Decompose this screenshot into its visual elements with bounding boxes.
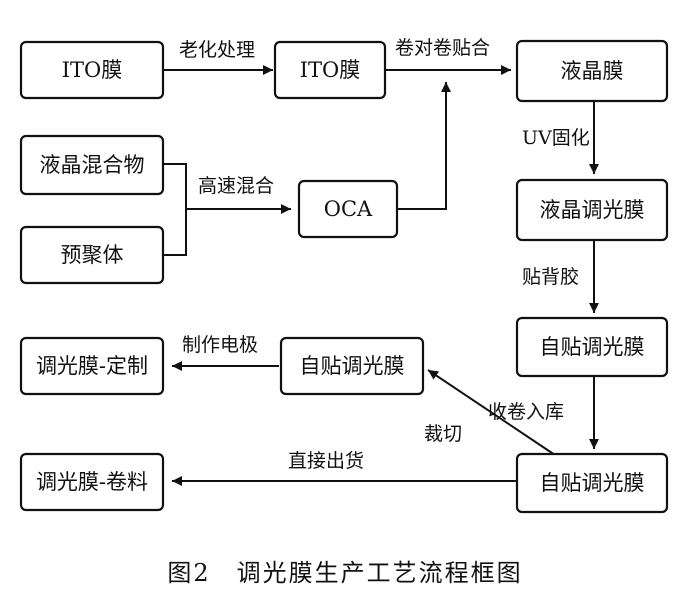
svg-text:自贴调光膜: 自贴调光膜: [540, 335, 645, 359]
label-rolling-storage: 收卷入库: [488, 401, 564, 423]
svg-text:液晶调光膜: 液晶调光膜: [540, 198, 645, 222]
label-high-speed-mix: 高速混合: [198, 175, 274, 197]
label-roll-to-roll: 卷对卷贴合: [395, 37, 490, 59]
svg-text:ITO膜: ITO膜: [62, 58, 123, 82]
svg-text:自贴调光膜: 自贴调光膜: [540, 471, 645, 495]
svg-text:ITO膜: ITO膜: [300, 58, 361, 82]
figure-caption: 图2 调光膜生产工艺流程框图: [167, 559, 522, 587]
node-lc-mixture: 液晶混合物: [19, 134, 165, 196]
label-direct-ship: 直接出货: [288, 450, 364, 472]
svg-text:预聚体: 预聚体: [61, 243, 124, 267]
svg-text:调光膜-定制: 调光膜-定制: [36, 354, 148, 378]
node-self-adhesive-1: 自贴调光膜: [515, 316, 669, 378]
node-oca: OCA: [297, 179, 399, 239]
edge-oca-to-lamination: [397, 82, 451, 210]
svg-text:自贴调光膜: 自贴调光膜: [300, 354, 405, 378]
svg-text:OCA: OCA: [324, 197, 373, 221]
label-uv-cure: UV固化: [522, 127, 590, 149]
svg-text:调光膜-卷料: 调光膜-卷料: [36, 470, 148, 494]
label-aging: 老化处理: [179, 39, 255, 61]
node-roll-film: 调光膜-卷料: [19, 452, 165, 512]
label-cutting: 裁切: [424, 423, 462, 445]
svg-text:液晶膜: 液晶膜: [561, 59, 624, 83]
node-lc-dimming-film: 液晶调光膜: [515, 178, 669, 242]
node-lc-film: 液晶膜: [515, 39, 669, 103]
edge-roll-to-cut: [427, 369, 556, 456]
node-prepolymer: 预聚体: [19, 225, 165, 285]
node-self-adhesive-2: 自贴调光膜: [279, 336, 425, 396]
node-custom-film: 调光膜-定制: [19, 336, 165, 396]
node-self-adhesive-3: 自贴调光膜: [515, 452, 669, 514]
node-ito-film-2: ITO膜: [273, 40, 387, 100]
svg-text:液晶混合物: 液晶混合物: [40, 153, 145, 177]
node-ito-film-1: ITO膜: [19, 40, 165, 100]
label-back-adhesive: 贴背胶: [522, 266, 579, 288]
edge-mixture-join: [163, 163, 187, 256]
label-make-electrode: 制作电极: [182, 334, 258, 356]
